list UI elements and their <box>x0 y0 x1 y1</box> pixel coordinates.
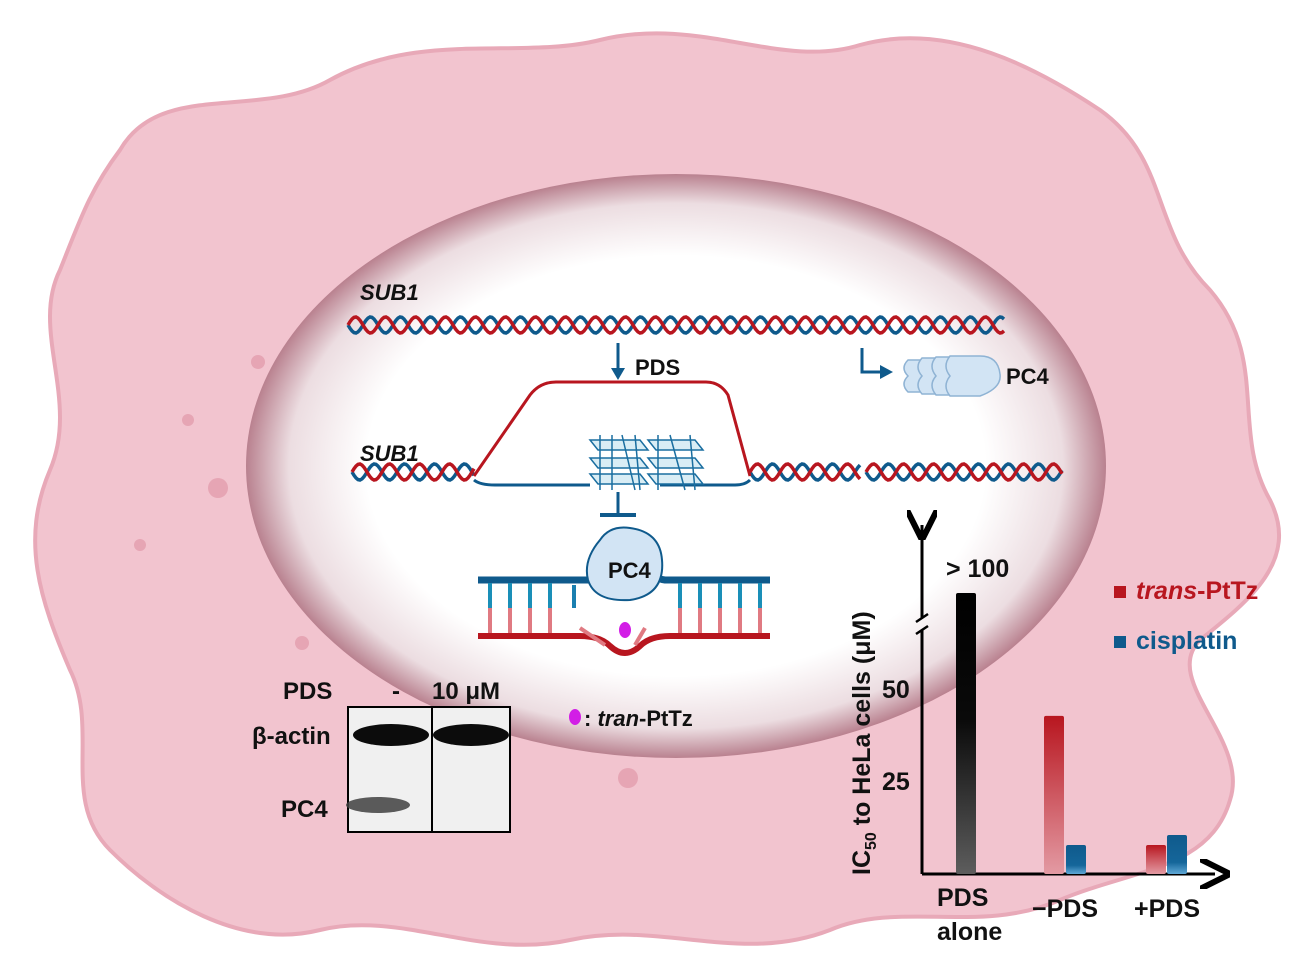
gene-label-bottom: SUB1 <box>360 441 419 466</box>
arrowhead-icon <box>611 368 625 380</box>
legend-swatch-cisplatin <box>1114 636 1126 648</box>
xtick-minus-pds: −PDS <box>1032 895 1098 923</box>
pc4-protein-stack-icon <box>903 355 1001 397</box>
ic50-bar-chart: > 100 25 50 IC50 to HeLa cells (μM) PDS … <box>848 525 1258 946</box>
dna-helices <box>346 315 1064 482</box>
vesicle <box>208 478 228 498</box>
g-quadruplex <box>588 434 705 491</box>
ssdna-red-strand <box>472 380 752 477</box>
ytick-50: 50 <box>882 676 910 704</box>
legend-cisplatin: cisplatin <box>1136 627 1237 655</box>
vesicle <box>295 636 309 650</box>
bar-cisplatin <box>1167 834 1187 874</box>
dna-strand <box>350 462 476 482</box>
legend-trans-ptTz: trans-PtTz <box>1136 577 1258 605</box>
dna-strand <box>346 315 1006 335</box>
bar-trans-pttz <box>1146 844 1166 874</box>
xtick-pds-alone-1: PDS <box>937 884 988 912</box>
ligand-legend: : tran-PtTz <box>584 706 693 731</box>
bar-trans-pttz <box>1044 715 1064 874</box>
dna-strand <box>346 315 1006 335</box>
blot-pds-label: PDS <box>283 678 332 705</box>
pc4-label: PC4 <box>1006 364 1050 389</box>
dna-strand <box>864 462 1064 482</box>
platinum-adduct-icon <box>619 622 631 638</box>
ssdna-blue-strand <box>473 478 752 487</box>
ytick-25: 25 <box>882 768 910 796</box>
blot-lane1-label: - <box>392 678 400 705</box>
vesicle <box>251 355 265 369</box>
arrowhead-icon <box>880 365 893 379</box>
blot-row-pc4: PC4 <box>281 796 328 823</box>
blot-lane2-label: 10 μM <box>432 678 500 705</box>
xtick-plus-pds: +PDS <box>1134 895 1200 923</box>
blot-row-actin: β-actin <box>252 723 331 750</box>
bar-cisplatin <box>1066 844 1086 874</box>
annotation-gt100: > 100 <box>946 555 1009 583</box>
western-blot: PDS - 10 μM β-actin PC4 <box>252 678 511 833</box>
pds-arrow-label: PDS <box>635 355 680 380</box>
vesicle <box>182 414 194 426</box>
legend-swatch-trans-ptTz <box>1114 586 1126 598</box>
dna-strand <box>864 462 1064 482</box>
pc4-bound-protein-icon <box>585 526 664 602</box>
vesicle <box>618 768 638 788</box>
dna-strand <box>748 462 862 482</box>
gene-label-top: SUB1 <box>360 280 419 305</box>
axis-break-icon <box>915 612 929 636</box>
vesicle <box>134 539 146 551</box>
xtick-pds-alone-2: alone <box>937 918 1002 946</box>
bar-pds-alone <box>956 593 976 874</box>
ligand-legend-dot-icon <box>569 709 581 725</box>
pc4-bound-label: PC4 <box>608 558 652 583</box>
y-axis-label: IC50 to HeLa cells (μM) <box>848 611 880 875</box>
dna-strand <box>748 462 862 482</box>
transcription-arrow-icon <box>860 348 882 374</box>
